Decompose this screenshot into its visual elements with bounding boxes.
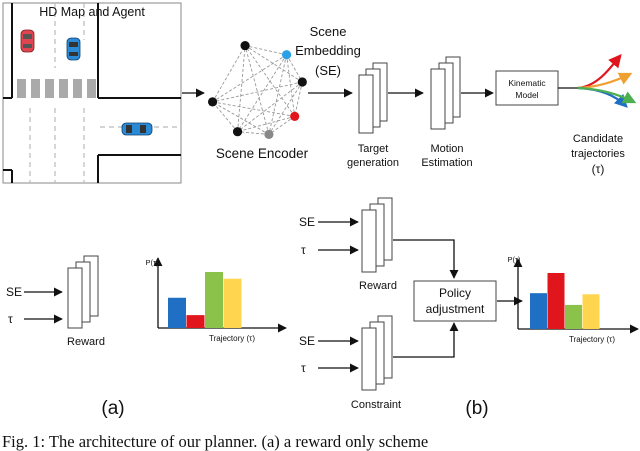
candidate-trajectories-label-3: (τ) — [592, 162, 605, 176]
scene-encoder-graph — [207, 40, 307, 140]
bar — [530, 293, 547, 329]
scene-embedding-label: Scene Embedding (SE) — [295, 24, 361, 78]
bar — [547, 273, 565, 329]
graph-edge — [237, 81, 303, 133]
policy-adjustment-box — [413, 280, 497, 322]
bar — [186, 315, 205, 328]
graph-edge — [294, 81, 303, 117]
panel-a: SE τ Reward P(τ) Trajectory (τ) (a) — [6, 255, 287, 419]
kinematic-model-label-1: Kinematic — [508, 78, 546, 88]
panel-a-input-se: SE — [6, 285, 22, 299]
graph-edge — [237, 54, 287, 132]
bar — [168, 297, 186, 328]
panel-a-x-axis-label: Trajectory (τ) — [209, 334, 255, 343]
panel-b-y-axis-label: P(τ) — [508, 255, 521, 264]
graph-edge — [244, 45, 296, 117]
graph-node — [264, 129, 274, 140]
graph-edge — [286, 54, 296, 117]
graph-edge — [268, 54, 288, 135]
panel-a-bar-chart — [153, 257, 287, 333]
panel-b-input-tau-1: τ — [301, 243, 306, 257]
policy-adjustment-label-2: adjustment — [426, 302, 485, 316]
panel-b-label: (b) — [465, 398, 488, 419]
arrow-constraint-to-policy — [393, 322, 459, 358]
target-generation-label-2: generation — [347, 157, 399, 169]
panel-a-label: (a) — [101, 398, 124, 419]
motion-estimation-label-2: Estimation — [421, 157, 472, 169]
panel-b-input-tau-2: τ — [301, 361, 306, 375]
kinematic-model-box — [495, 70, 559, 106]
panel-b-bar-chart — [513, 258, 639, 334]
crosswalk — [17, 79, 96, 98]
target-generation-label-1: Target — [358, 143, 389, 155]
panel-b-reward-label: Reward — [359, 280, 397, 292]
target-generation-block — [358, 62, 388, 134]
graph-node — [281, 50, 292, 60]
candidate-trajectories-label-1: Candidate — [573, 133, 623, 145]
figure-caption: Fig. 1: The architecture of our planner.… — [2, 432, 428, 451]
svg-text:(SE): (SE) — [315, 63, 341, 78]
panel-b-x-axis-label: Trajectory (τ) — [569, 335, 615, 344]
kinematic-model-label-2: Model — [515, 90, 538, 100]
panel-b: SE τ Reward SE τ Constraint Policy adjus… — [299, 197, 639, 419]
graph-edge — [237, 45, 246, 132]
agent-car-icon — [121, 122, 153, 136]
panel-b-constraint-block — [361, 315, 393, 391]
graph-node — [290, 111, 300, 121]
graph-node — [232, 127, 243, 137]
panel-a-reward-block — [67, 255, 99, 329]
graph-edge — [244, 45, 303, 83]
red-car-icon — [20, 29, 35, 53]
panel-b-input-se-1: SE — [299, 215, 315, 229]
scene-encoder-label: Scene Encoder — [216, 146, 309, 161]
panel-b-constraint-label: Constraint — [351, 399, 401, 411]
hd-map: HD Map and Agent — [2, 2, 182, 184]
map-title: HD Map and Agent — [39, 5, 145, 19]
graph-edge — [212, 101, 238, 132]
bar — [223, 278, 242, 328]
motion-estimation-block — [430, 56, 461, 130]
bar — [205, 272, 223, 328]
svg-text:Scene: Scene — [310, 24, 347, 39]
graph-edge — [268, 81, 303, 135]
svg-text:Embedding: Embedding — [295, 43, 361, 58]
graph-edge — [212, 101, 295, 117]
panel-b-input-se-2: SE — [299, 334, 315, 348]
panel-a-input-tau: τ — [8, 312, 13, 326]
graph-edge — [268, 116, 295, 135]
graph-edge — [237, 131, 269, 135]
graph-edge — [244, 45, 270, 135]
motion-estimation-label-1: Motion — [430, 143, 463, 155]
graph-node — [207, 97, 218, 107]
bar — [582, 294, 600, 329]
graph-edge — [212, 81, 303, 103]
panel-b-reward-block — [361, 197, 393, 273]
candidate-trajectories-label-2: trajectories — [571, 148, 625, 160]
policy-adjustment-label-1: Policy — [439, 286, 471, 300]
bar — [565, 304, 582, 329]
graph-edge — [212, 101, 270, 135]
candidate-trajectories-fan — [558, 53, 637, 108]
graph-edge — [244, 45, 287, 56]
panel-a-reward-label: Reward — [67, 336, 105, 348]
panel-a-y-axis-label: P(τ) — [146, 258, 159, 267]
graph-node — [240, 40, 250, 51]
arrow-reward-to-policy — [393, 239, 459, 279]
graph-edge — [286, 54, 303, 83]
graph-node — [297, 77, 307, 87]
graph-edge — [212, 45, 246, 103]
blue-car-icon — [66, 37, 81, 61]
